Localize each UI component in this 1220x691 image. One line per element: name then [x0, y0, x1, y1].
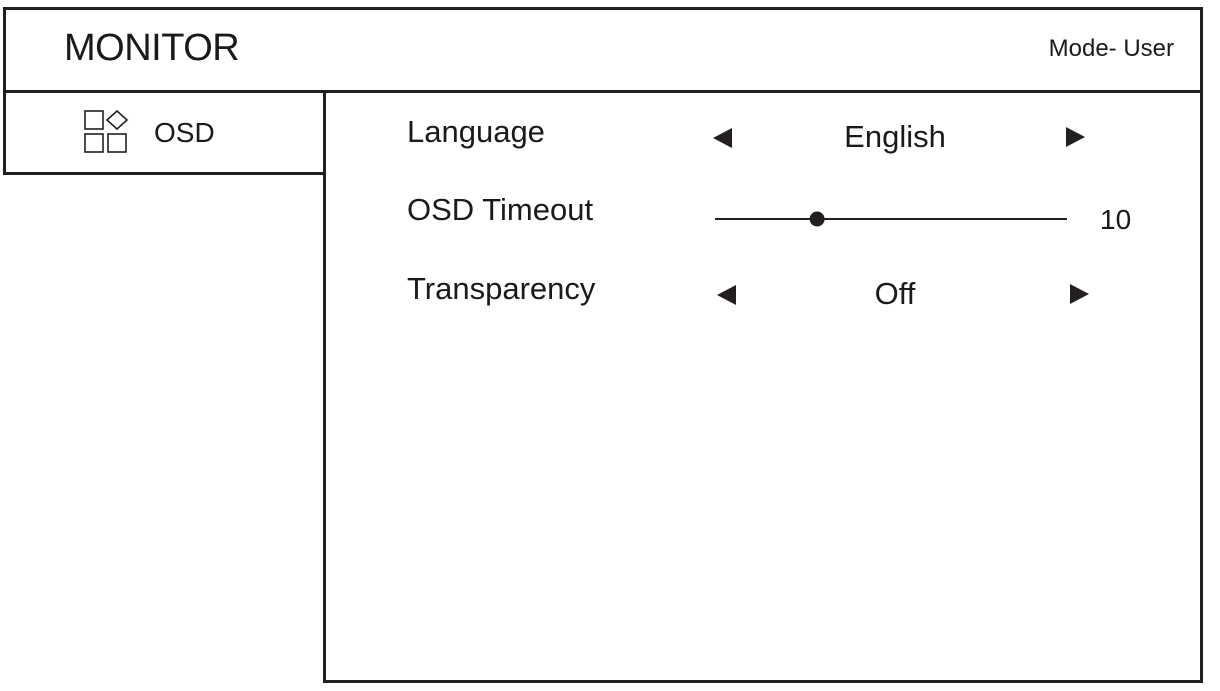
- setting-row-osd-timeout[interactable]: OSD Timeout 10: [330, 190, 1190, 250]
- sidebar-item-osd[interactable]: OSD: [5, 95, 323, 172]
- apps-grid-icon: [84, 110, 129, 153]
- setting-label-transparency: Transparency: [407, 271, 596, 306]
- setting-label-language: Language: [407, 114, 545, 149]
- osd-timeout-slider[interactable]: [715, 209, 1067, 229]
- arrow-left-icon[interactable]: [712, 127, 734, 149]
- language-value: English: [844, 119, 946, 154]
- menu-title: MONITOR: [64, 27, 240, 69]
- arrow-right-icon[interactable]: [1064, 126, 1086, 148]
- arrow-left-icon[interactable]: [716, 284, 738, 306]
- transparency-value: Off: [874, 276, 916, 311]
- content-left-border: [323, 90, 326, 683]
- mode-indicator: Mode- User: [1048, 35, 1174, 62]
- frame-right: [1200, 7, 1203, 683]
- sidebar-item-label: OSD: [154, 117, 215, 148]
- osd-timeout-value: 10: [1100, 204, 1132, 235]
- header-divider: [3, 90, 1203, 93]
- setting-label-osd-timeout: OSD Timeout: [407, 192, 594, 227]
- slider-handle: [809, 211, 825, 227]
- frame-top: [3, 7, 1203, 10]
- setting-row-transparency[interactable]: Transparency Off: [330, 269, 1190, 329]
- setting-row-language[interactable]: Language English: [330, 112, 1190, 172]
- arrow-right-icon[interactable]: [1068, 283, 1090, 305]
- frame-bottom: [323, 680, 1203, 683]
- sidebar-item-bottom-border: [3, 172, 326, 175]
